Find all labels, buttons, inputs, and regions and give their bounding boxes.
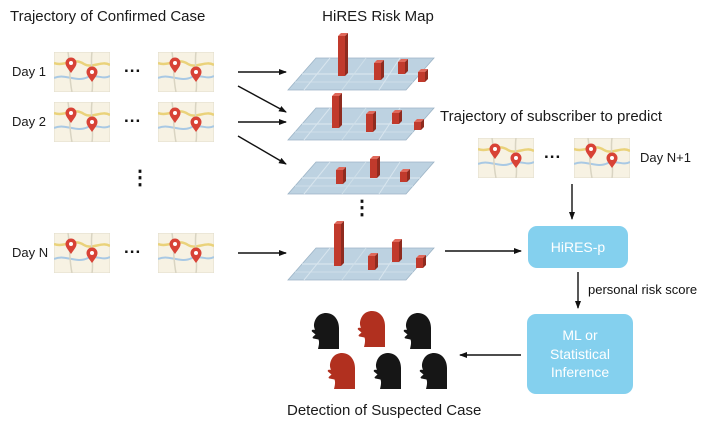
person-head-silhouette-icon <box>352 310 386 348</box>
subscriber-trajectory-title: Trajectory of subscriber to predict <box>440 108 663 125</box>
hires-p-box: HiRES-p <box>528 226 628 268</box>
3d-bar-risk-map-icon <box>286 33 461 92</box>
risk-bar <box>336 156 410 184</box>
map-with-pins-icon <box>158 233 214 273</box>
ellipsis-subscriber: ... <box>544 143 562 162</box>
confirmed-trajectory-title: Trajectory of Confirmed Case <box>10 8 206 25</box>
map-with-pins-icon <box>54 52 110 92</box>
ellipsis-day2: ... <box>124 107 142 126</box>
day-n-plus-1-label: Day N+1 <box>640 150 691 165</box>
risk-bar <box>332 93 424 132</box>
vertical-ellipsis-maps: ⋮ <box>352 197 372 219</box>
map-with-pins-icon <box>574 138 630 178</box>
3d-bar-risk-map-icon <box>286 156 461 196</box>
person-head-silhouette-icon <box>322 352 356 390</box>
person-head-silhouette-icon <box>398 312 432 350</box>
vertical-ellipsis-days: ⋮ <box>130 167 150 189</box>
map-with-pins-icon <box>54 102 110 142</box>
map-with-pins-icon <box>54 233 110 273</box>
day-2-label: Day 2 <box>12 114 46 129</box>
3d-bar-risk-map-icon <box>286 221 461 282</box>
3d-bar-risk-map-icon <box>286 93 461 142</box>
person-head-silhouette-icon <box>368 352 402 390</box>
map-with-pins-icon <box>158 52 214 92</box>
personal-risk-score-label: personal risk score <box>588 282 698 297</box>
risk-bar <box>334 221 426 270</box>
arrow-day2-to-map3 <box>237 135 287 165</box>
person-head-silhouette-icon <box>414 352 448 390</box>
day-n-label: Day N <box>12 245 49 260</box>
arrow-day1-to-map2 <box>237 85 287 113</box>
person-head-silhouette-icon <box>306 312 340 350</box>
risk-bar <box>338 33 428 82</box>
map-with-pins-icon <box>478 138 534 178</box>
map-with-pins-icon <box>158 102 214 142</box>
ellipsis-dayn: ... <box>124 238 142 257</box>
ellipsis-day1: ... <box>124 57 142 76</box>
day-1-label: Day 1 <box>12 64 46 79</box>
hires-risk-map-title: HiRES Risk Map <box>322 8 434 25</box>
detection-title: Detection of Suspected Case <box>287 402 482 419</box>
ml-inference-box: ML or Statistical Inference <box>527 314 633 394</box>
